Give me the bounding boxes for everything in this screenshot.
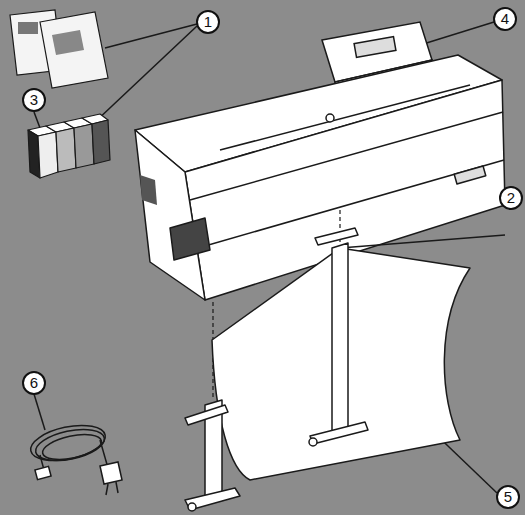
callout-number: 6: [22, 371, 46, 395]
callout-number: 4: [493, 7, 517, 31]
callout-number: 2: [499, 186, 523, 210]
callout-number: 5: [496, 485, 520, 509]
cartridges: [28, 114, 110, 178]
power-cord: [28, 419, 122, 495]
callout-number: 3: [22, 88, 46, 112]
callout-number: 1: [196, 10, 220, 34]
manuals: [10, 10, 108, 88]
stand: [185, 228, 505, 511]
